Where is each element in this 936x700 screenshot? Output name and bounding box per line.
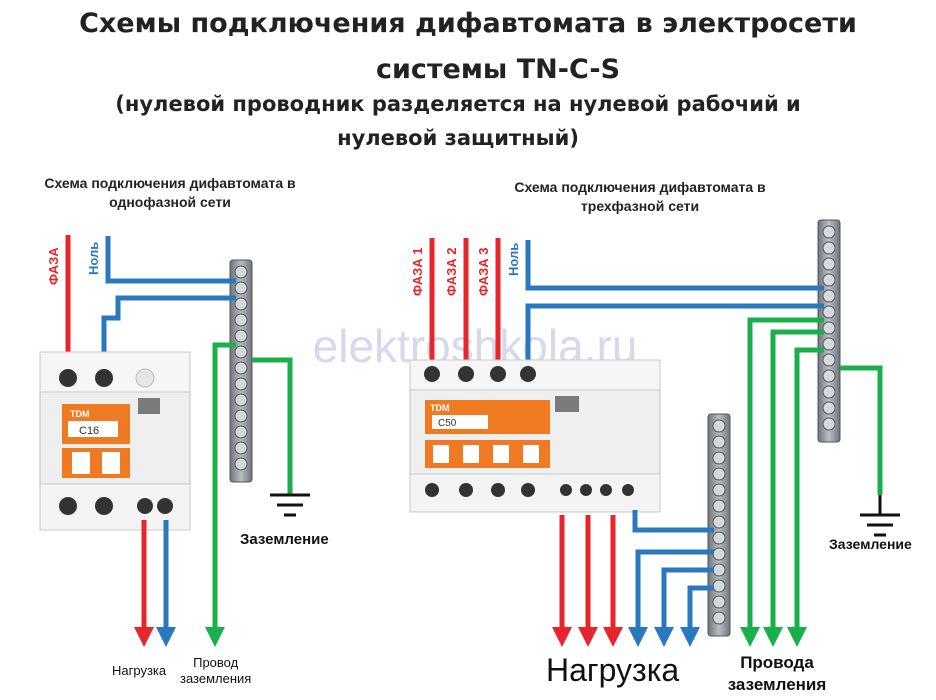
busbar-screw [822,321,836,335]
subtitle-line2: нулевой защитный) [337,126,579,150]
busbar-screw [234,441,248,455]
three-phase-load-label: Нагрузка [546,652,680,688]
single-phase-caption-line2: однофазной сети [109,194,231,210]
three-phase-load-neutral-wire-2 [654,567,714,647]
busbar-screw [234,329,248,343]
single-phase-device-brand: TDM [70,409,90,419]
single-phase-load-label: Нагрузка [112,663,167,678]
single-phase-ground-label: Заземление [240,531,329,548]
three-phase-pe-label-line2: заземления [727,675,827,694]
three-phase-pe-wire-2 [763,329,824,647]
busbar-screw [234,265,248,279]
busbar-screw [234,345,248,359]
single-phase-caption-line1: Схема подключения дифавтомата в [44,175,296,191]
single-phase-caption: Схема подключения дифавтомата в однофазн… [0,174,340,212]
busbar-screw [822,337,836,351]
busbar-screw [234,425,248,439]
main-title-line1: Схемы подключения дифавтомата в электрос… [79,8,857,39]
three-phase-device-rating: C50 [438,418,457,429]
busbar-screw [822,257,836,271]
busbar-screw [712,435,726,449]
three-phase-phase2-label: ФАЗА 2 [444,247,459,296]
three-phase-phase1-label: ФАЗА 1 [410,247,425,296]
three-phase-caption-line2: трехфазной сети [580,198,700,214]
busbar-screw [234,281,248,295]
busbar-screw [234,361,248,375]
busbar-screw [712,419,726,433]
busbar-screw [234,297,248,311]
three-phase-neutral-label: Ноль [506,243,521,276]
single-phase-device-rating: C16 [79,425,99,437]
three-phase-rcbo-device: TDM C50 [409,359,661,513]
three-phase-ground-label: Заземление [829,536,912,552]
busbar-screw [822,273,836,287]
busbar-screw [234,457,248,471]
busbar-screw [712,483,726,497]
three-phase-pe-wire-3 [787,347,824,647]
three-phase-ground-wire [840,365,883,495]
busbar-screw [822,289,836,303]
busbar-screw [822,369,836,383]
three-phase-lower-busbar [707,413,731,637]
busbar-screw [822,401,836,415]
busbar-screw [234,377,248,391]
busbar-screw [712,515,726,529]
single-phase-ground-wire [252,357,293,495]
busbar-screw [822,241,836,255]
busbar-screw [712,579,726,593]
busbar-screw [822,417,836,431]
busbar-screw [234,313,248,327]
single-phase-pen-wire [105,236,236,284]
main-title-line2: системы TN-C-S [375,54,621,85]
single-phase-pe-label: Провод заземления [180,655,251,687]
busbar-screw [712,595,726,609]
busbar-screw [712,499,726,513]
single-phase-busbar [229,259,253,483]
three-phase-ground-symbol [860,495,900,537]
busbar-screw [712,611,726,625]
three-phase-pe-wire-1 [740,317,824,647]
single-phase-rcbo-device: TDM C16 [39,351,191,531]
busbar-screw [712,451,726,465]
single-phase-pe-label-line1: Провод [193,655,239,670]
busbar-screw [234,393,248,407]
single-phase-ground-symbol [270,493,310,517]
three-phase-neutral-to-device [525,303,824,362]
single-phase-scheme: TDM C16 [39,235,310,647]
busbar-screw [822,353,836,367]
three-phase-device-brand: TDM [430,403,450,413]
three-phase-caption: Схема подключения дифавтомата в трехфазн… [470,178,810,216]
single-phase-neutral-label: Ноль [86,242,101,275]
busbar-screw [712,531,726,545]
busbar-screw [822,305,836,319]
busbar-screw [234,409,248,423]
three-phase-upper-busbar [817,219,841,443]
single-phase-pe-wire [205,342,236,647]
three-phase-scheme: TDM C50 [409,219,900,647]
busbar-screw [822,385,836,399]
subtitle-line1: (нулевой проводник разделяется на нулево… [115,92,801,116]
three-phase-load-neutral-wire-1 [628,549,714,647]
three-phase-caption-line1: Схема подключения дифавтомата в [514,179,766,195]
three-phase-pe-label-line1: Провода [740,653,814,672]
three-phase-pen-wire [525,240,824,291]
three-phase-neutral-out-wire [632,510,714,533]
busbar-screw [822,225,836,239]
single-phase-pe-label-line2: заземления [180,671,252,686]
single-phase-neutral-to-device [101,295,236,356]
busbar-screw [712,563,726,577]
three-phase-pe-label: Провода заземления [712,652,842,696]
three-phase-phase3-label: ФАЗА 3 [476,247,491,296]
busbar-screw [712,547,726,561]
three-phase-load-neutral-wire-3 [680,585,714,647]
single-phase-phase-label: ФАЗА [46,247,61,285]
busbar-screw [712,467,726,481]
